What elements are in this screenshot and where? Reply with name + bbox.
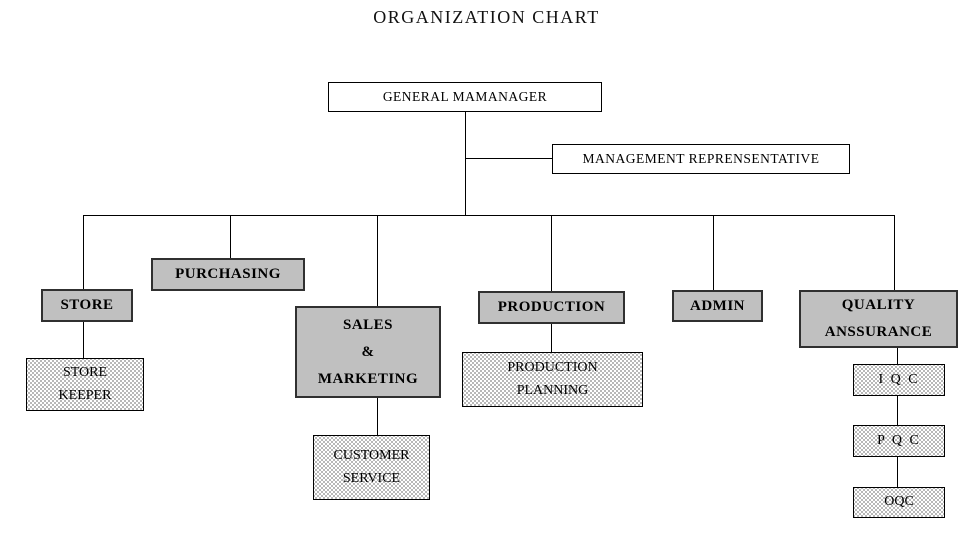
- connector-drop-production: [551, 215, 552, 291]
- org-box-quality-assurance-label: QUALITY ANSSURANCE: [824, 297, 933, 340]
- page-title: ORGANIZATION CHART: [373, 7, 600, 27]
- connector-drop-sales-marketing: [377, 215, 378, 306]
- org-box-store-label: STORE: [60, 297, 114, 313]
- org-box-pqc-label: P Q C: [877, 432, 921, 448]
- connector-drop-quality: [894, 215, 895, 290]
- org-box-store-keeper-label: STORE KEEPER: [58, 365, 112, 403]
- org-box-production: PRODUCTION: [478, 291, 625, 324]
- org-box-production-planning: PRODUCTION PLANNING: [462, 352, 643, 407]
- org-box-store: STORE: [41, 289, 133, 322]
- connector-quality-iqc: [897, 348, 898, 364]
- org-box-admin: ADMIN: [672, 290, 763, 322]
- org-box-oqc: OQC: [853, 487, 945, 518]
- org-box-iqc: I Q C: [853, 364, 945, 396]
- connector-production-planning: [551, 324, 552, 352]
- connector-pqc-oqc: [897, 457, 898, 487]
- org-box-purchasing: PURCHASING: [151, 258, 305, 291]
- connector-customer-service: [377, 398, 378, 435]
- org-box-pqc: P Q C: [853, 425, 945, 457]
- connector-drop-admin: [713, 215, 714, 290]
- org-box-admin-label: ADMIN: [690, 297, 745, 314]
- org-box-oqc-label: OQC: [884, 494, 914, 510]
- org-box-quality-assurance: QUALITY ANSSURANCE: [799, 290, 958, 348]
- org-box-management-representative-label: MANAGEMENT REPRENSENTATIVE: [582, 151, 820, 166]
- org-box-management-representative: MANAGEMENT REPRENSENTATIVE: [552, 144, 850, 174]
- connector-staff-branch: [465, 158, 552, 159]
- org-box-production-planning-label: PRODUCTION PLANNING: [507, 360, 598, 398]
- connector-drop-purchasing: [230, 215, 231, 258]
- connector-store-keeper: [83, 322, 84, 358]
- org-box-store-keeper: STORE KEEPER: [26, 358, 144, 411]
- org-box-general-manager-label: GENERAL MAMANAGER: [382, 89, 548, 104]
- org-box-customer-service: CUSTOMER SERVICE: [313, 435, 430, 500]
- connector-distribution: [83, 215, 895, 216]
- connector-trunk: [465, 111, 466, 215]
- org-box-purchasing-label: PURCHASING: [175, 266, 281, 282]
- org-box-general-manager: GENERAL MAMANAGER: [328, 82, 602, 112]
- connector-drop-store: [83, 215, 84, 289]
- connector-iqc-pqc: [897, 396, 898, 425]
- org-box-sales-marketing: SALES & MARKETING: [295, 306, 441, 398]
- org-box-production-label: PRODUCTION: [497, 299, 606, 315]
- org-box-customer-service-label: CUSTOMER SERVICE: [333, 448, 410, 486]
- org-box-iqc-label: I Q C: [878, 371, 920, 387]
- org-box-sales-marketing-label: SALES & MARKETING: [317, 316, 419, 387]
